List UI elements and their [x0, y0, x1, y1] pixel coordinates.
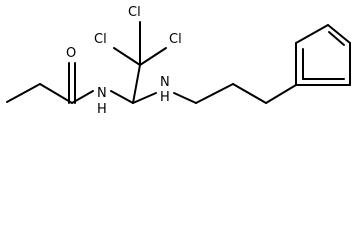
bond-ch3-ch2 — [6, 83, 41, 103]
structural-formula: O N H N H Cl Cl Cl — [6, 5, 351, 117]
bond-c-cl-left — [113, 47, 141, 66]
ring-inner-bond-2 — [328, 31, 345, 46]
ring-bond-3 — [295, 24, 329, 44]
chlorine-top-label: Cl — [128, 5, 141, 20]
bond-carbonyl-amide-n — [71, 90, 94, 104]
bond-amine-n-ch2 — [173, 92, 197, 104]
bond-ch2-carbonyl — [39, 83, 73, 104]
oxygen-label: O — [66, 46, 76, 61]
bond-ch-amine-n — [132, 92, 157, 104]
amide-nitrogen-label: N — [97, 86, 107, 101]
bond-c-cl-right — [139, 47, 167, 66]
ring-bond-1 — [265, 84, 297, 104]
amine-hydrogen-label: H — [160, 90, 170, 105]
bond-amide-n-ch — [110, 90, 134, 104]
chlorine-left-label: Cl — [94, 32, 107, 47]
phenyl-ring — [265, 24, 351, 104]
bond-ch2-ch2 — [195, 83, 234, 104]
bonds — [6, 21, 267, 104]
amide-hydrogen-label: H — [97, 102, 107, 117]
atom-labels: O N H N H Cl Cl Cl — [66, 5, 182, 117]
ring-bond-4 — [327, 24, 351, 44]
chlorine-right-label: Cl — [169, 32, 182, 47]
amine-nitrogen-label: N — [160, 75, 170, 90]
bond-ch-ccl3 — [132, 64, 141, 104]
bond-ch2-phenyl — [232, 83, 267, 104]
